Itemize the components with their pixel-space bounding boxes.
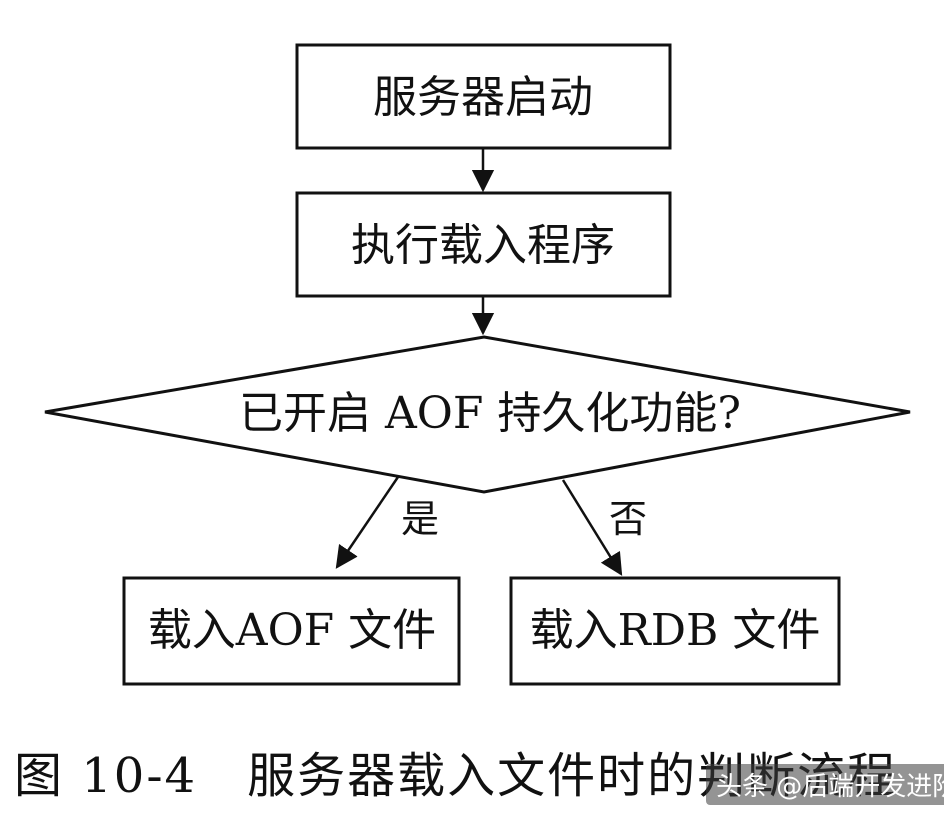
arrow-yes <box>335 476 400 569</box>
load-rdb-node-label: 载入RDB 文件 <box>530 605 821 656</box>
load-aof-node: 载入AOF 文件 <box>122 576 461 686</box>
start-node-label: 服务器启动 <box>373 72 593 123</box>
load-program-node: 执行载入程序 <box>295 191 672 298</box>
decision-node: 已开启 AOF 持久化功能? <box>44 335 911 494</box>
arrow-no <box>561 479 623 576</box>
no-label: 否 <box>609 497 647 541</box>
start-node: 服务器启动 <box>295 43 672 150</box>
load-rdb-node: 载入RDB 文件 <box>509 576 841 686</box>
watermark: 头条 @后端开发进阶 <box>706 764 944 805</box>
decision-node-label: 已开启 AOF 持久化功能? <box>239 388 741 439</box>
yes-label: 是 <box>401 497 439 541</box>
load-program-node-label: 执行载入程序 <box>351 220 615 271</box>
load-aof-node-label: 载入AOF 文件 <box>148 605 436 656</box>
